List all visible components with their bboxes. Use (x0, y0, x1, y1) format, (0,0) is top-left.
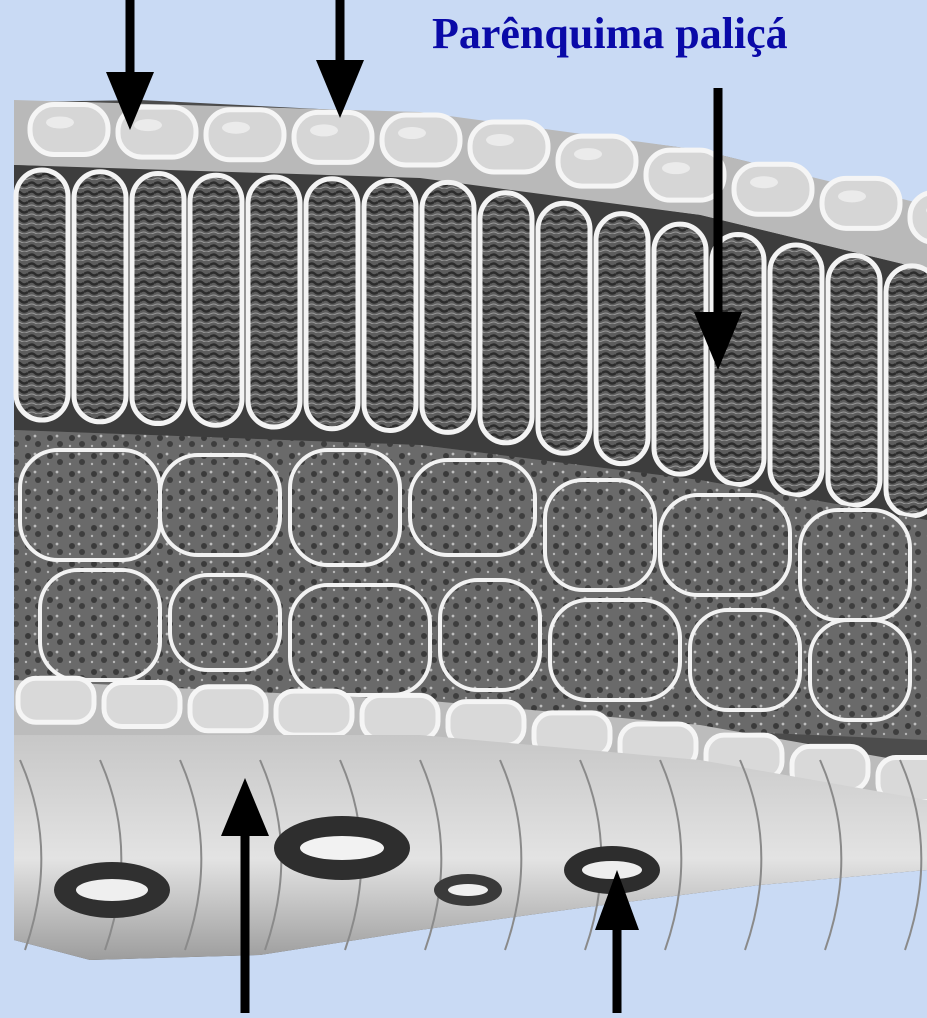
label-palisade-parenchyma: Parênquima paliçá (432, 12, 788, 56)
stoma-2 (274, 816, 410, 880)
arrow-top-middle (316, 0, 364, 118)
stoma-1 (54, 862, 170, 918)
stoma-3 (434, 874, 502, 906)
